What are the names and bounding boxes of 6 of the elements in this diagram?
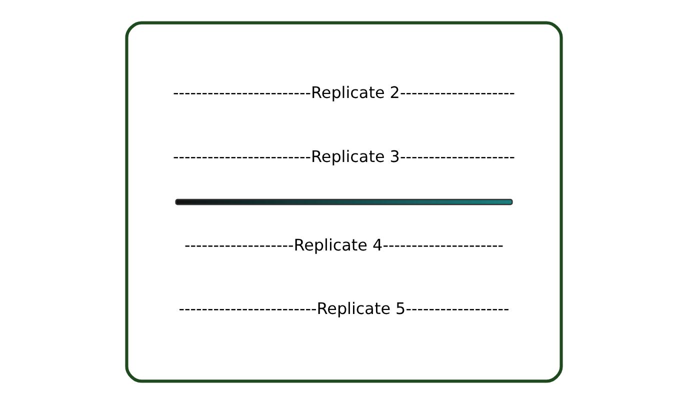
label: ------------------------Replicate 3-------------------- bbox=[173, 146, 515, 166]
label: ------------------------Replicate 2-------------------- bbox=[173, 83, 515, 102]
label: -------------------Replicate 4--------------------- bbox=[184, 235, 504, 254]
cluster bbox=[125, 21, 563, 383]
node-bar bbox=[175, 198, 513, 206]
label: ------------------------Replicate 5------------------ bbox=[178, 299, 510, 318]
